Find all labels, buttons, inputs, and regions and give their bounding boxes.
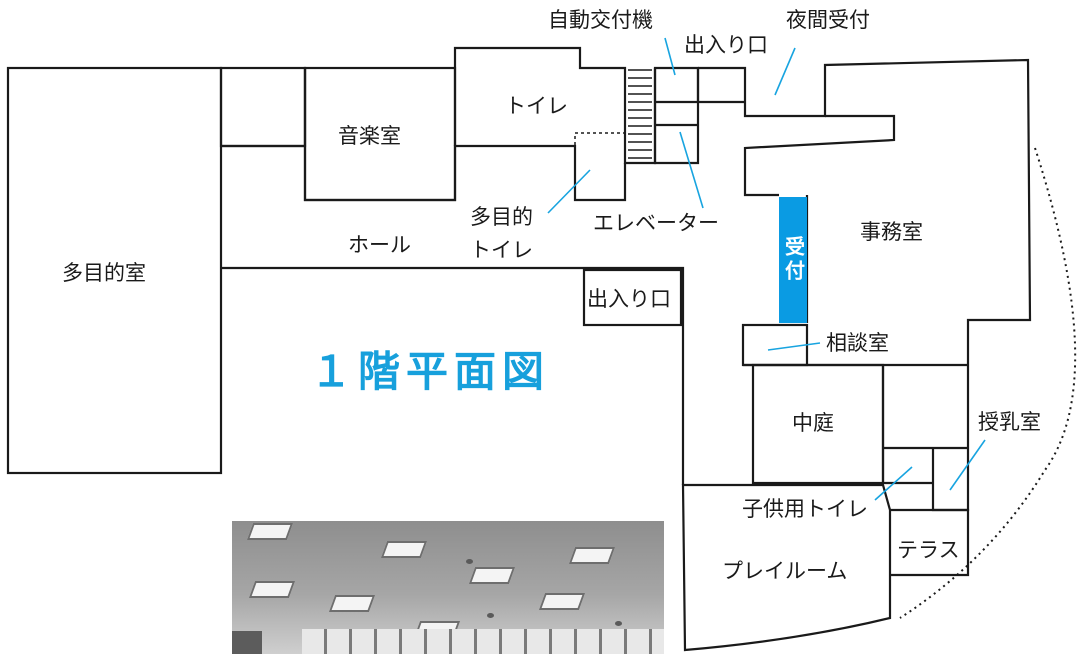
stairs-icon <box>628 69 652 159</box>
courtyard-label: 中庭 <box>792 412 834 435</box>
reception-bar: 受付 <box>779 197 807 323</box>
accessible-toilet-label-line2: トイレ <box>470 239 533 262</box>
ceiling-light <box>568 547 616 564</box>
playroom-outline <box>681 483 892 652</box>
floor-plan-title: １階平面図 <box>310 347 551 396</box>
reception-label: 受付 <box>781 236 804 284</box>
ceiling-light <box>468 567 516 584</box>
toilet-outline <box>453 46 657 165</box>
nursing-room-label: 授乳室 <box>978 411 1041 434</box>
window-wall <box>302 629 664 654</box>
office-label: 事務室 <box>860 221 923 244</box>
nursing-area <box>881 365 970 512</box>
night-reception-label: 夜間受付 <box>786 9 870 32</box>
multipurpose-room-outline <box>6 66 223 475</box>
ceiling-light <box>380 541 428 558</box>
accessible-toilet-label-line1: 多目的 <box>470 206 533 229</box>
entrance-block <box>653 66 700 165</box>
terrace-label: テラス <box>897 539 960 562</box>
toilet-label: トイレ <box>505 95 568 118</box>
entrance-south-label: 出入り口 <box>587 288 671 311</box>
ceiling-light <box>248 581 296 598</box>
interior-photo <box>232 521 664 654</box>
music-room-label: 音楽室 <box>338 125 401 148</box>
elevator-label: エレベーター <box>593 212 719 235</box>
ticket-machine-label: 自動交付機 <box>548 9 653 32</box>
ceiling-spot <box>487 613 494 618</box>
hall-label: ホール <box>348 234 411 257</box>
entrance-south-outline <box>582 268 683 327</box>
kids-toilet-label: 子供用トイレ <box>742 498 868 521</box>
office-outline <box>698 58 1032 365</box>
playroom-label: プレイルーム <box>722 560 848 583</box>
pillar <box>232 631 262 654</box>
consultation-room-outline <box>741 323 809 367</box>
multipurpose-room-label: 多目的室 <box>62 262 146 285</box>
hall-top-wall <box>221 68 627 202</box>
entrance-north-label: 出入り口 <box>684 34 768 57</box>
ceiling-light <box>328 595 376 612</box>
ceiling-spot <box>466 559 473 564</box>
ceiling-spot <box>615 621 622 626</box>
terrace-outline <box>890 508 970 577</box>
consultation-room-label: 相談室 <box>826 332 889 355</box>
callout-lines <box>547 37 986 501</box>
small-room-outline <box>219 66 307 148</box>
ceiling-light <box>246 523 294 540</box>
ceiling-light <box>538 593 586 610</box>
hall-bottom-wall <box>221 266 685 485</box>
accessible-toilet-outline <box>574 132 626 201</box>
